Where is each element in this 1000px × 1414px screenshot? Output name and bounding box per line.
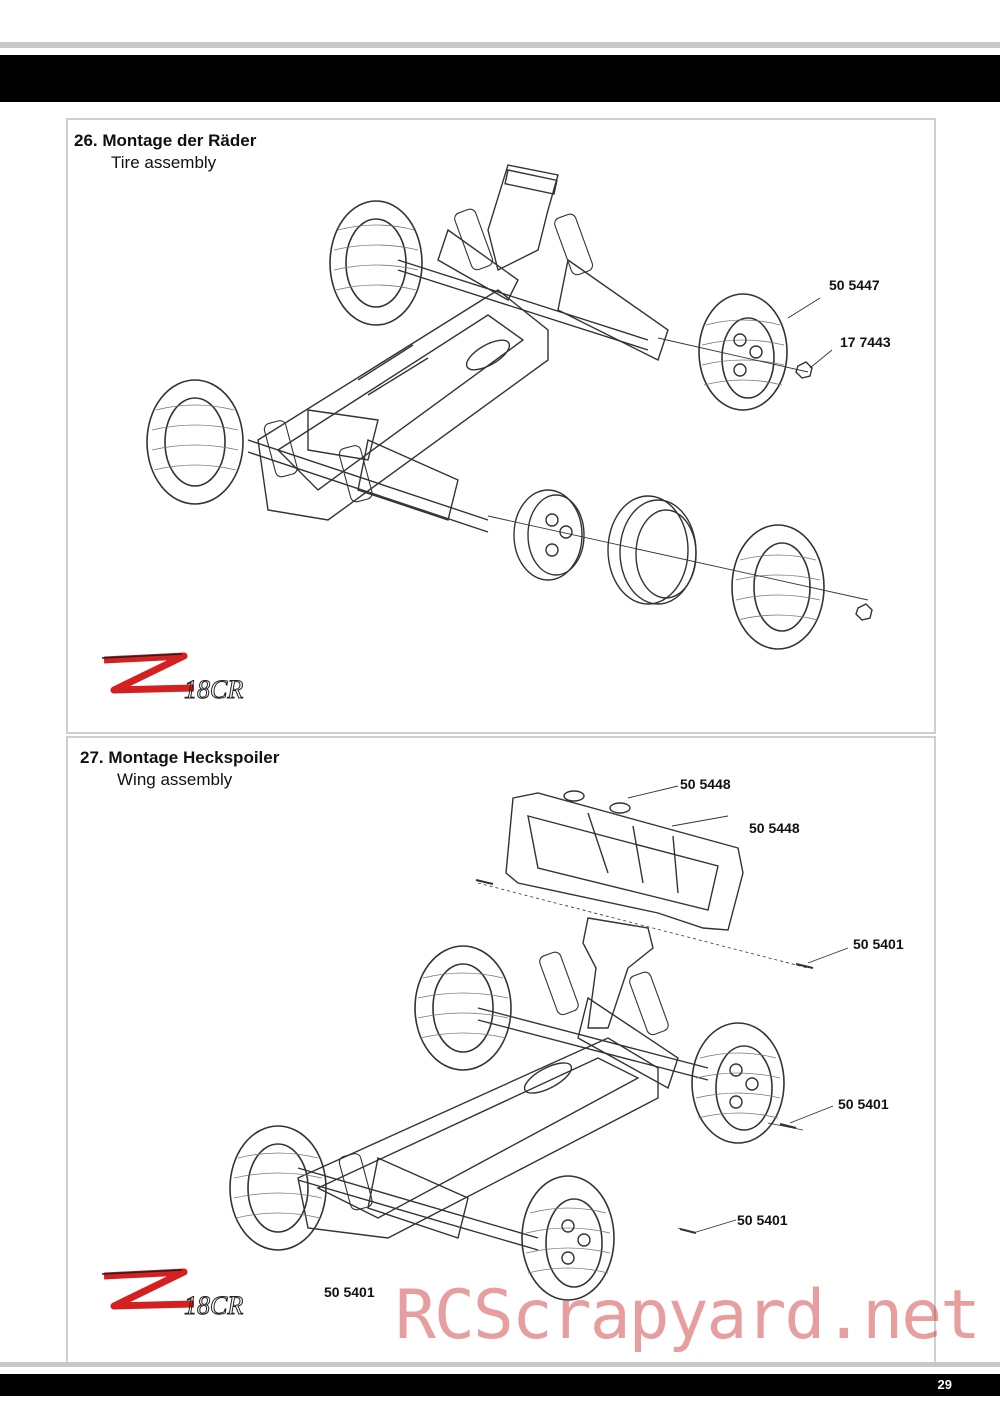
part-label: 50 5401	[737, 1212, 788, 1228]
part-label: 50 5447	[829, 277, 880, 293]
page-number: 29	[937, 1377, 952, 1392]
step-26-subtitle: Tire assembly	[111, 153, 217, 172]
part-label: 50 5401	[324, 1284, 375, 1300]
header-band	[0, 55, 1000, 102]
part-label: 17 7443	[840, 334, 891, 350]
step-27-title: 27. Montage Heckspoiler	[80, 748, 280, 767]
step-27-panel: 27. Montage Heckspoiler Wing assembly	[66, 736, 936, 1362]
z18cr-logo-icon: 18CR	[101, 652, 244, 705]
logo-text: 18CR	[184, 1291, 243, 1320]
part-label: 50 5401	[853, 936, 904, 952]
z18cr-logo-icon: 18CR	[101, 1268, 244, 1321]
watermark: RCScrapyard.net	[395, 1276, 981, 1355]
step-27-subtitle: Wing assembly	[117, 770, 233, 789]
step-26-panel: 26. Montage der Räder Tire assembly	[66, 118, 936, 734]
part-label: 50 5448	[749, 820, 800, 836]
footer-band	[0, 1374, 1000, 1396]
footer-rule	[0, 1362, 1000, 1367]
logo-text: 18CR	[184, 675, 243, 704]
step-26-title: 26. Montage der Räder	[74, 131, 257, 150]
part-label: 50 5401	[838, 1096, 889, 1112]
wing-assembly-drawing	[229, 785, 849, 1301]
tire-assembly-drawing	[146, 164, 873, 650]
header-rule	[0, 42, 1000, 48]
part-label: 50 5448	[680, 776, 731, 792]
